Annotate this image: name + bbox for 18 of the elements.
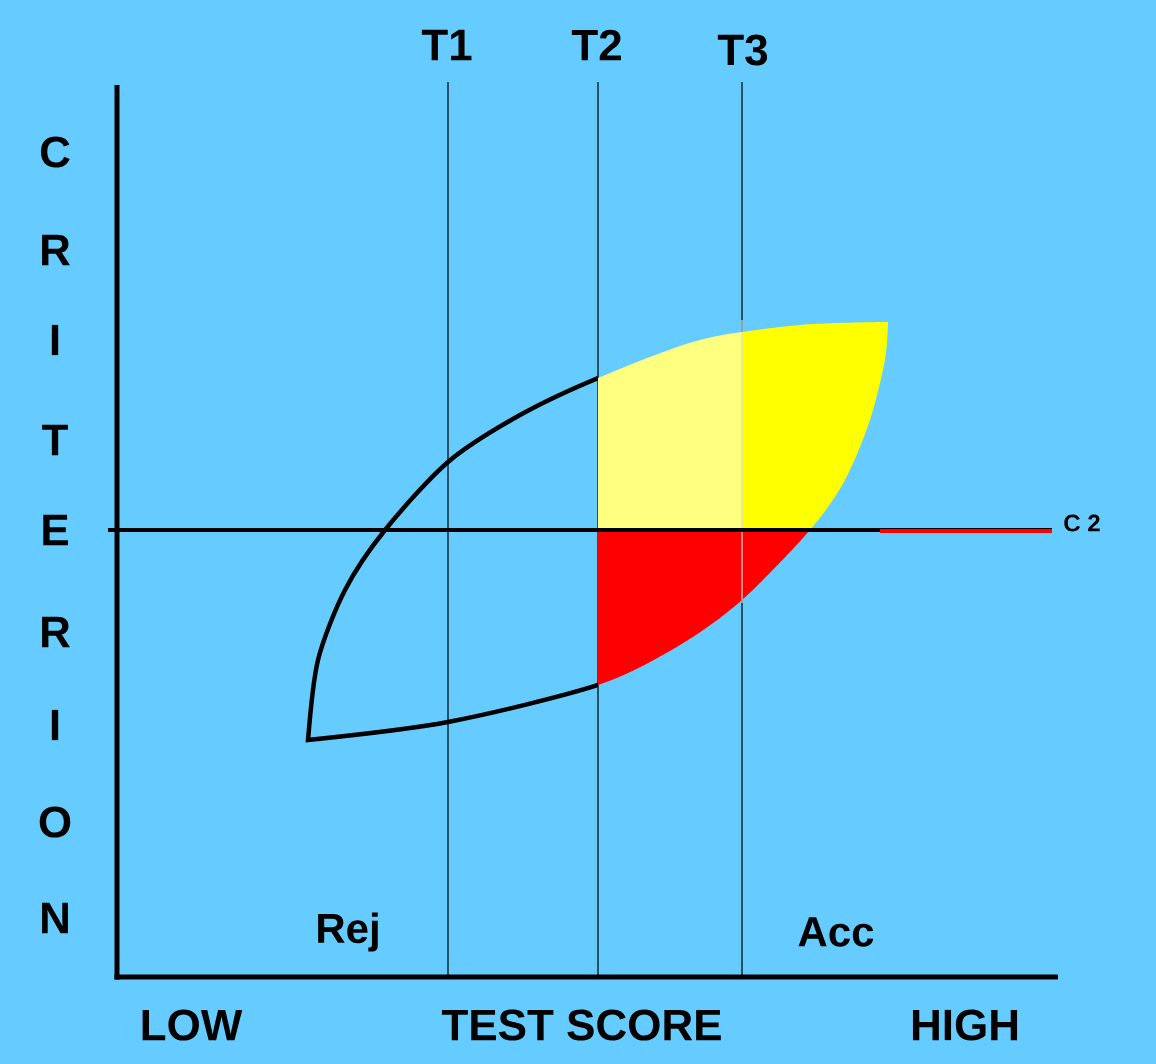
axis-label: HIGH bbox=[912, 1009, 1018, 1041]
threshold-label: T2 bbox=[571, 29, 621, 61]
axis-title-letter: R bbox=[42, 616, 70, 648]
line-label: C 2 bbox=[1064, 514, 1100, 532]
axis-title-letter: R bbox=[42, 234, 70, 266]
axis-title-letter: I bbox=[51, 709, 59, 741]
axis-title-letter: T bbox=[42, 424, 68, 456]
axis-title-letter: E bbox=[43, 514, 68, 546]
region-label: Acc bbox=[798, 917, 874, 947]
threshold-label: T1 bbox=[421, 29, 472, 61]
axis-title-letter: C bbox=[40, 136, 70, 168]
axis-title-letter: I bbox=[51, 324, 59, 356]
region-label: Rej bbox=[318, 912, 378, 952]
axis-title-letter: O bbox=[39, 806, 71, 838]
axis-label: LOW bbox=[142, 1009, 243, 1041]
axis-label: TEST SCORE bbox=[441, 1009, 721, 1041]
threshold-label: T3 bbox=[717, 34, 768, 66]
axis-title-letter: N bbox=[42, 902, 68, 934]
